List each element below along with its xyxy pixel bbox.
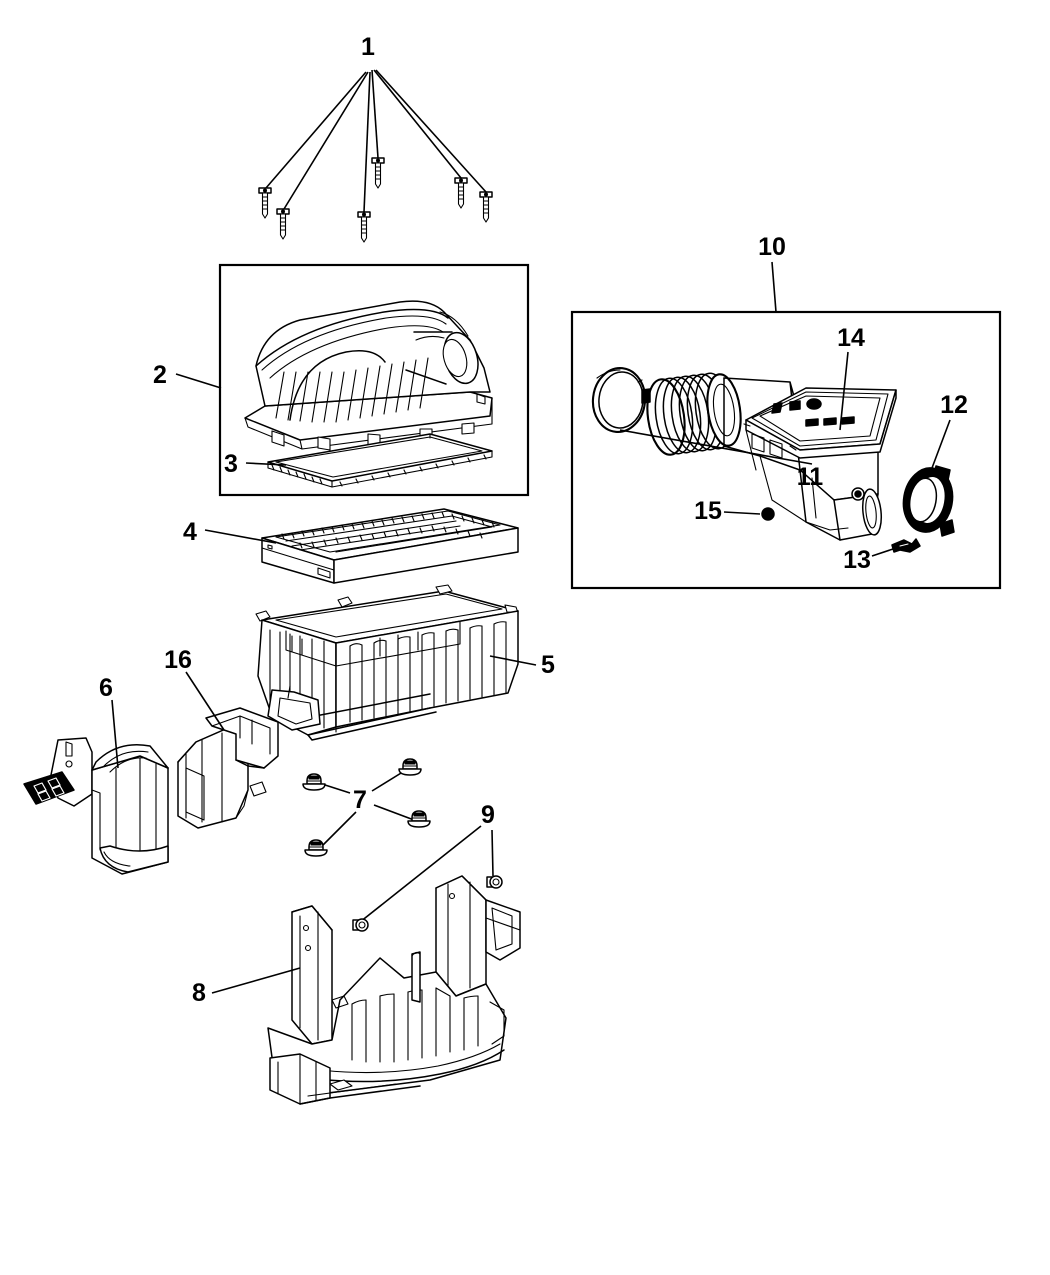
callout-label-2: 2 — [153, 361, 167, 389]
part-grommet-plug — [761, 507, 775, 521]
screw-icon — [479, 191, 493, 223]
leader-3 — [245, 462, 287, 466]
callout-label-11: 11 — [797, 463, 824, 491]
callout-label-13: 13 — [843, 546, 871, 574]
callout-labels: 1 2 3 4 5 6 7 8 9 10 11 12 13 14 15 16 — [99, 33, 968, 1007]
screw-icon — [371, 157, 385, 189]
isolator-grommet-icon — [302, 773, 326, 791]
callout-label-1: 1 — [361, 33, 375, 61]
leader-6 — [111, 699, 119, 769]
leader-11 — [619, 429, 813, 465]
callout-label-14: 14 — [837, 324, 865, 352]
leader-lines-9 — [359, 825, 494, 923]
isolator-grommet-icon — [304, 839, 328, 857]
part-secondary-inlet-duct — [177, 707, 279, 829]
group-box-cover — [218, 263, 530, 497]
callout-label-15: 15 — [694, 497, 722, 525]
isolator-grommet-icon — [407, 810, 431, 828]
callout-label-12: 12 — [940, 391, 968, 419]
part-air-cleaner-cover — [244, 300, 493, 451]
bolt-icon — [352, 918, 369, 932]
part-duct-retaining-ring — [591, 367, 651, 433]
callout-label-4: 4 — [183, 518, 197, 546]
callout-label-5: 5 — [541, 651, 555, 679]
part-mounting-bolts-group — [352, 825, 503, 932]
callout-label-3: 3 — [224, 450, 238, 478]
part-retaining-clip — [891, 538, 921, 553]
bellows-section — [646, 372, 742, 456]
callout-label-7: 7 — [353, 786, 367, 814]
isolator-grommet-icon — [398, 758, 422, 776]
callout-label-8: 8 — [192, 979, 206, 1007]
leader-lines-1 — [265, 69, 487, 213]
part-air-cleaner-body — [255, 584, 519, 741]
group-box-intake-duct — [570, 310, 1002, 590]
leader-5 — [489, 655, 537, 666]
leader-lines-7 — [319, 769, 415, 849]
part-cover-gasket — [267, 433, 493, 488]
leader-8 — [211, 967, 301, 994]
callout-label-9: 9 — [481, 801, 495, 829]
screw-icon — [454, 177, 468, 209]
screw-icon — [276, 208, 290, 240]
leader-lines-single — [111, 261, 951, 994]
screw-icon — [258, 187, 272, 219]
bolt-icon — [486, 875, 503, 889]
part-screws-group — [258, 69, 493, 243]
leader-12 — [931, 419, 951, 469]
part-air-inlet-duct-bracket — [23, 737, 169, 875]
leader-2 — [175, 373, 222, 389]
leader-4 — [204, 529, 277, 544]
leader-13 — [871, 547, 897, 557]
callout-label-16: 16 — [164, 646, 192, 674]
part-hose-clamp — [902, 465, 955, 537]
part-air-cleaner-hose-duct — [646, 372, 897, 541]
leader-14 — [839, 351, 849, 431]
part-isolator-grommets-group — [302, 758, 431, 857]
leader-10 — [771, 261, 777, 313]
leader-15 — [723, 511, 761, 515]
screw-icon — [357, 211, 371, 243]
callout-label-6: 6 — [99, 674, 113, 702]
part-air-filter-element — [261, 508, 519, 584]
part-air-cleaner-support-tray — [267, 875, 521, 1105]
leader-16 — [185, 671, 225, 731]
callout-label-10: 10 — [758, 233, 786, 261]
